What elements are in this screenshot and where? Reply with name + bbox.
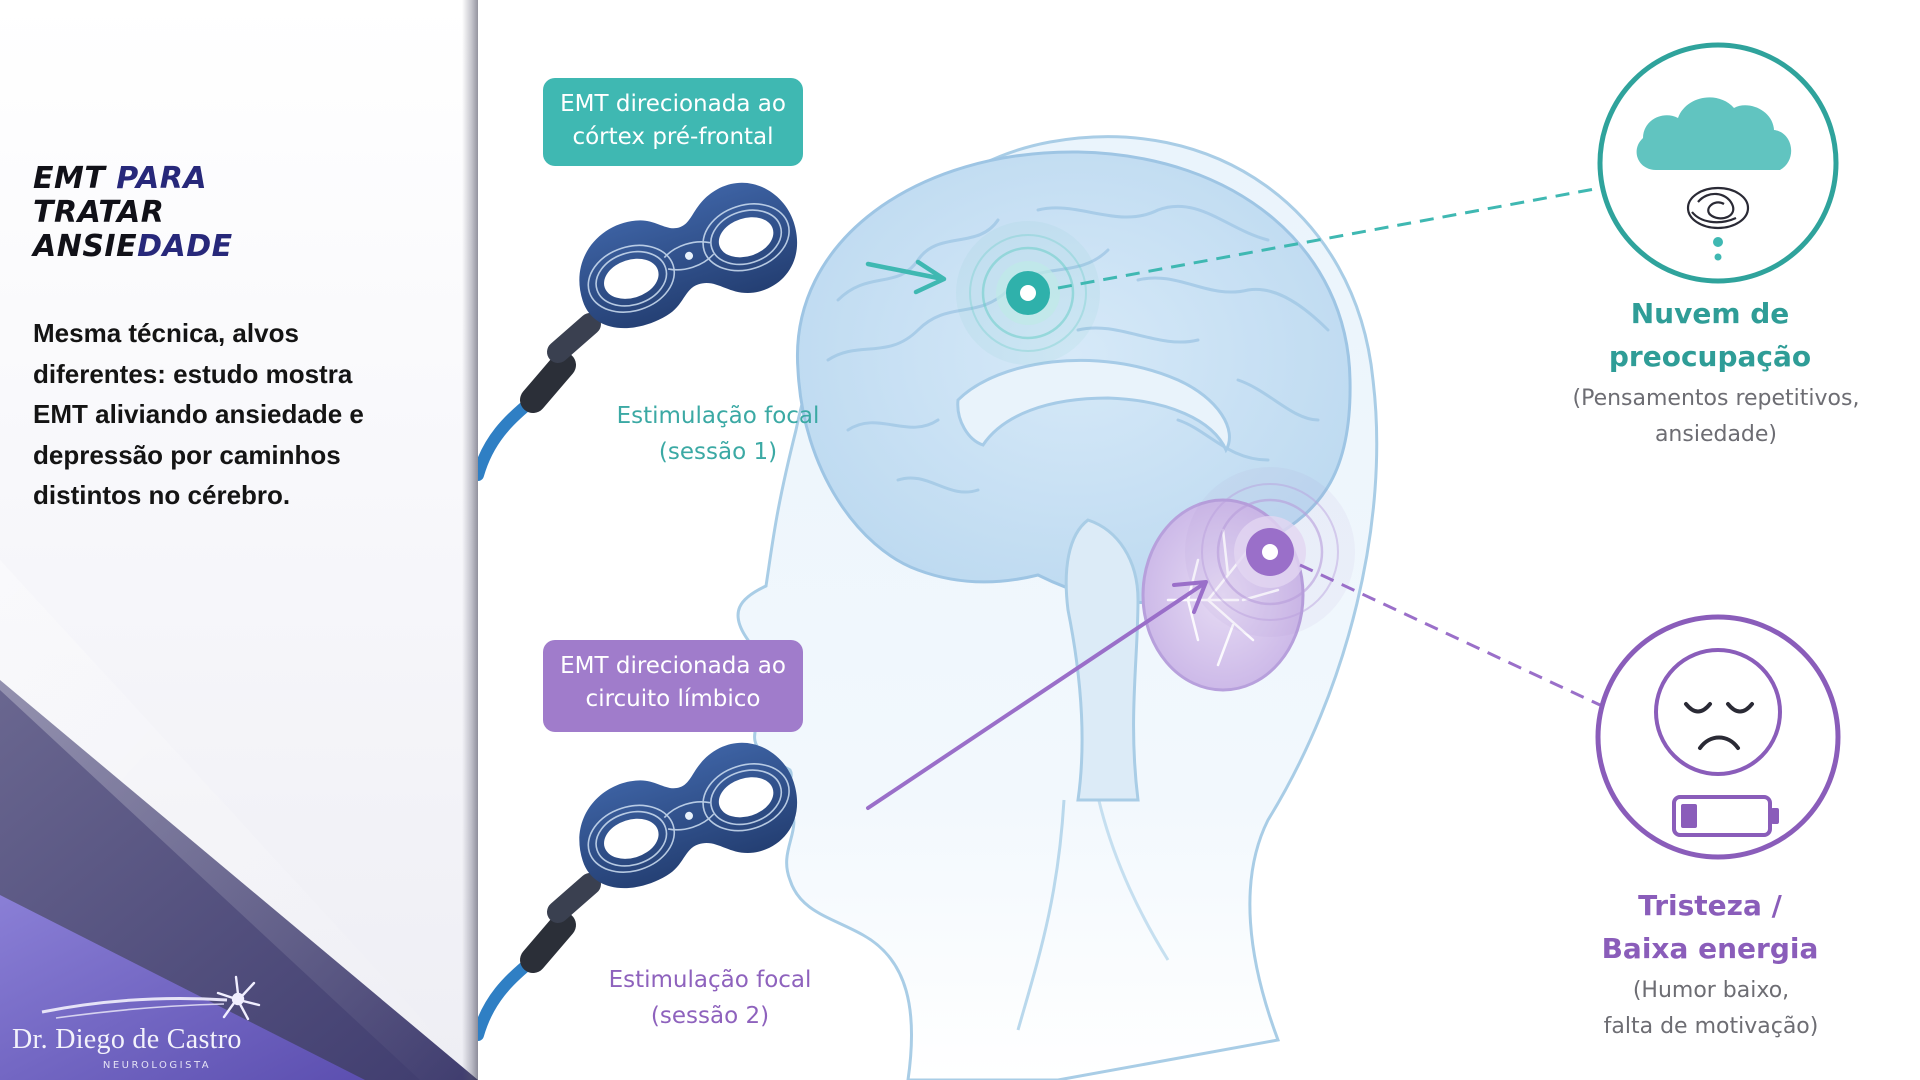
emt-diagram: EMT direcionada ao córtex pré-frontal Es…	[478, 0, 1920, 1080]
caption-line: Estimulação focal	[616, 403, 820, 429]
decorative-diagonal-bands	[0, 560, 478, 1080]
title-part: EMT	[33, 161, 117, 196]
limbic-target	[1185, 467, 1355, 637]
prefrontal-target-label: EMT direcionada ao córtex pré-frontal	[543, 78, 803, 166]
worry-cloud-icon	[1597, 42, 1839, 284]
title-accent-part: DADE	[137, 229, 233, 264]
sadness-outcome-description: (Humor baixo, falta de motivação)	[1556, 973, 1866, 1045]
diagram-graphics	[478, 42, 1841, 1080]
connector-to-sadness	[1299, 563, 1601, 707]
tms-coil-2	[478, 742, 798, 1041]
page-title: EMT PARA TRATAR ANSIEDADE	[33, 162, 233, 264]
description-line: falta de motivação)	[1603, 1014, 1819, 1039]
neuron-star-icon	[41, 975, 261, 1021]
arrow-to-limbic	[866, 580, 1208, 810]
worry-outcome-title: Nuvem de preocupação	[1570, 292, 1850, 378]
title-line-2: TRATAR	[33, 195, 165, 230]
label-line: EMT direcionada ao	[560, 91, 786, 117]
caption-line: Estimulação focal	[608, 967, 812, 993]
logo-name: Dr. Diego de Castro	[12, 1024, 242, 1055]
title-line-3: ANSIEDADE	[33, 230, 233, 264]
panel-shadow-edge	[462, 0, 478, 1080]
description-line: (Pensamentos repetitivos,	[1572, 386, 1860, 411]
arrow-to-prefrontal	[865, 259, 947, 295]
summary-text: Mesma técnica, alvos diferentes: estudo …	[33, 318, 364, 510]
prefrontal-target	[956, 221, 1100, 365]
title-line: preocupação	[1608, 340, 1812, 373]
session-1-caption: Estimulação focal (sessão 1)	[598, 398, 838, 470]
description-line: (Humor baixo,	[1632, 978, 1790, 1003]
caption-line: (sessão 1)	[658, 439, 778, 465]
description-line: ansiedade)	[1654, 422, 1778, 447]
worry-outcome-description: (Pensamentos repetitivos, ansiedade)	[1566, 381, 1866, 453]
label-line: EMT direcionada ao	[560, 653, 786, 679]
title-accent-part: PARA	[116, 161, 208, 196]
title-part: ANSIE	[33, 229, 138, 264]
left-panel: EMT PARA TRATAR ANSIEDADE Mesma técnica,…	[0, 0, 478, 1080]
label-line: córtex pré-frontal	[572, 124, 774, 150]
logo-subtitle: NEUROLOGISTA	[102, 1060, 212, 1071]
caption-line: (sessão 2)	[650, 1003, 770, 1029]
tms-coil-1	[478, 182, 798, 481]
title-line: Tristeza /	[1638, 889, 1782, 922]
title-line: Nuvem de	[1630, 297, 1790, 330]
limbic-target-label: EMT direcionada ao circuito límbico	[543, 640, 803, 732]
sad-face-low-battery-icon	[1595, 614, 1841, 860]
sadness-outcome-title: Tristeza / Baixa energia	[1570, 884, 1850, 970]
session-2-caption: Estimulação focal (sessão 2)	[590, 962, 830, 1034]
label-line: circuito límbico	[585, 686, 761, 712]
title-line-1: EMT PARA	[33, 162, 233, 196]
title-line: Baixa energia	[1601, 932, 1819, 965]
brand-logo: Dr. Diego de Castro NEUROLOGISTA	[12, 972, 297, 1072]
